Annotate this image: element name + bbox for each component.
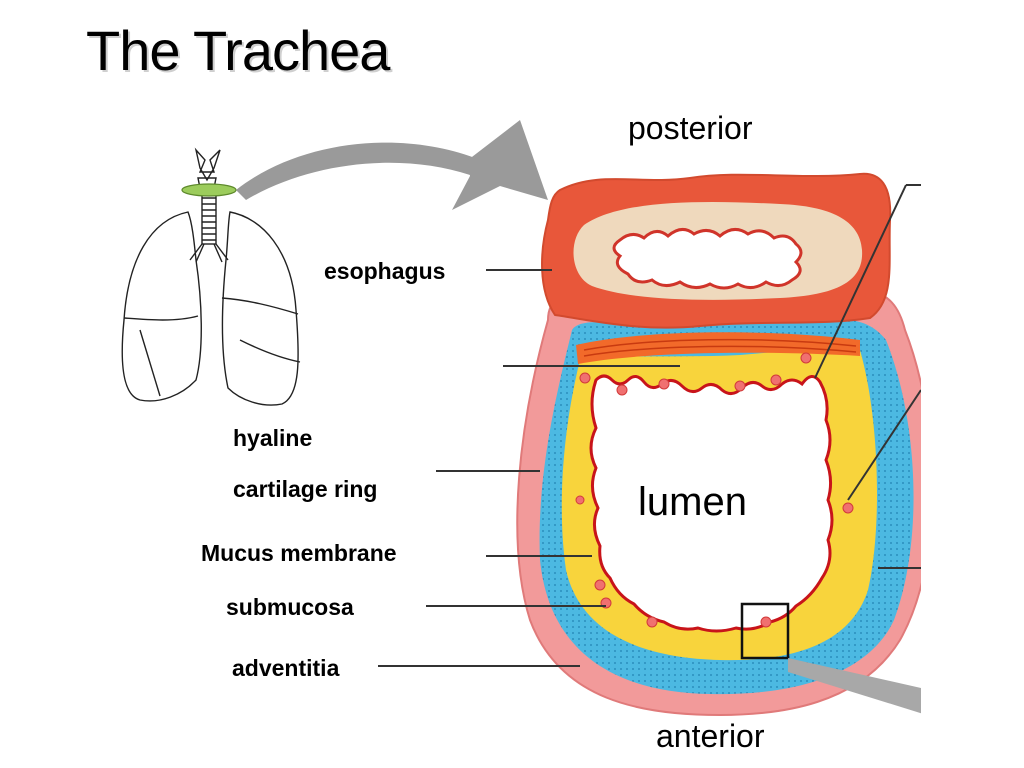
adventitia-label: adventitia xyxy=(232,655,340,681)
detail-box xyxy=(740,602,790,660)
leader-lines xyxy=(378,269,680,667)
lumen-label: lumen xyxy=(638,480,747,524)
esophagus-lumen xyxy=(612,228,803,290)
anterior-label: anterior xyxy=(656,718,765,754)
gland-marks xyxy=(575,352,854,628)
trachealis-muscle xyxy=(576,332,860,364)
page-title: The Trachea xyxy=(86,19,390,82)
posterior-label: posterior xyxy=(628,110,753,146)
cartilage-ring-label: cartilage ring xyxy=(233,476,378,502)
mucus-membrane-label: Mucus membrane xyxy=(201,540,397,566)
mucus-membrane-layer xyxy=(589,374,834,633)
hyaline-label: hyaline xyxy=(233,425,313,451)
slice-indicator xyxy=(181,183,237,197)
detail-pointer xyxy=(788,658,921,714)
submucosa-label: submucosa xyxy=(226,594,354,620)
esophagus-label: esophagus xyxy=(324,258,446,284)
curved-arrow-icon xyxy=(236,120,548,210)
lungs-thumbnail xyxy=(121,147,301,406)
